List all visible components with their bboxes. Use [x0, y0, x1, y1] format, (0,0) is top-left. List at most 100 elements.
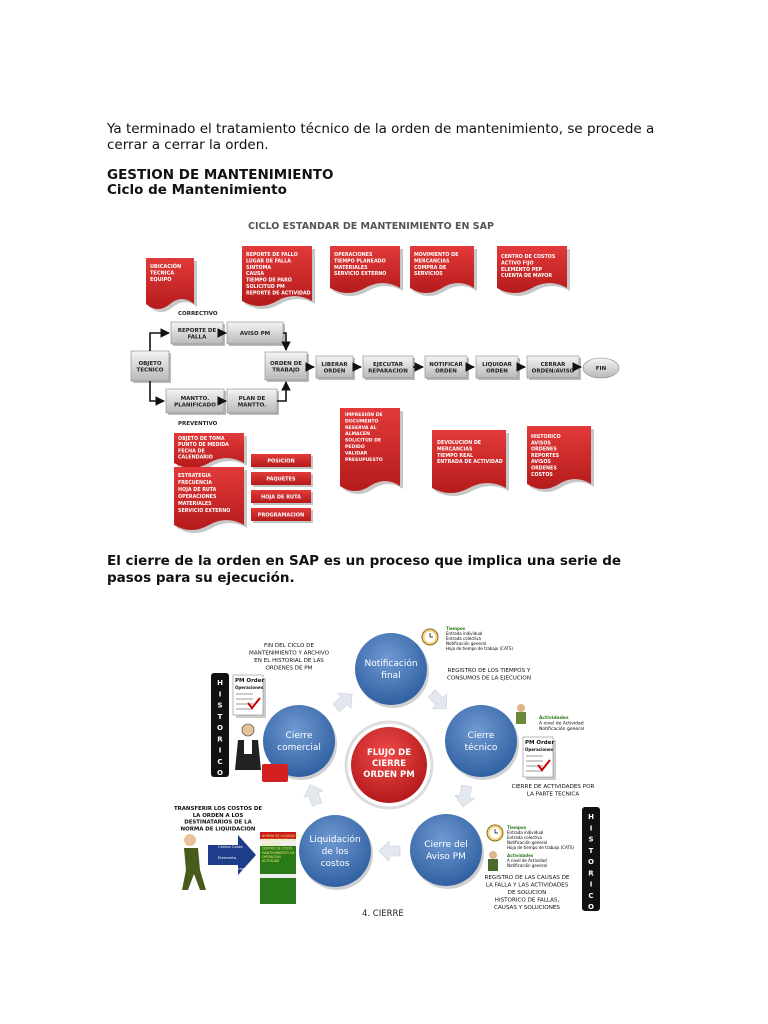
historico-letter: I — [590, 881, 593, 889]
pm-operaciones-label: Operaciones — [525, 747, 554, 752]
node-aviso-pm: AVISO PM — [226, 321, 285, 346]
walking-man-icon — [182, 834, 206, 890]
figure-caption: 4. CIERRE — [362, 909, 404, 919]
pm-order-label: PM Order — [235, 678, 264, 684]
clock-icon — [421, 628, 439, 646]
preventivo-label: PREVENTIVO — [178, 421, 218, 427]
worker-icon — [488, 851, 498, 871]
clock-icon — [486, 824, 504, 842]
historico-letter: I — [590, 824, 593, 832]
small-box-0: POSICION — [251, 454, 313, 469]
node-aviso-pm-label: AVISO PM — [240, 331, 270, 337]
intro-paragraph: Ya terminado el tratamiento técnico de l… — [107, 121, 655, 153]
historico-letter: H — [588, 813, 594, 821]
historico-bar-right: HISTORICO — [582, 807, 600, 911]
cycle-title: CICLO ESTANDAR DE MANTENIMIENTO EN SAP — [248, 221, 494, 232]
node-mantto-planificado: MANTTO.PLANIFICADO — [165, 388, 226, 415]
node-fin: FIN — [582, 357, 620, 379]
correctivo-label: CORRECTIVO — [178, 311, 218, 317]
historico-letter: R — [588, 869, 594, 877]
doc-movimiento — [410, 246, 477, 296]
node-fin-label: FIN — [596, 366, 607, 372]
historico-letter: O — [588, 858, 594, 866]
heading-ciclo: Ciclo de Mantenimiento — [107, 182, 287, 198]
small-box-label: PROGRAMACION — [258, 513, 304, 519]
small-box-2: HOJA DE RUTA — [251, 490, 313, 505]
historico-letter: H — [217, 679, 223, 687]
arrow-notif-tecnico — [427, 689, 447, 709]
toolbox-icon — [262, 764, 288, 782]
technician-figure-icon — [235, 723, 288, 782]
small-box-3: PROGRAMACION — [251, 508, 313, 523]
arrow-label: Orden interna — [218, 866, 244, 871]
historico-bar-left: HISTORICO — [211, 673, 229, 777]
historico-letter: I — [219, 690, 222, 698]
arrow-comercial-notif — [332, 692, 353, 713]
doc-historico — [527, 426, 594, 492]
doc-operaciones — [330, 246, 403, 296]
small-box-label: PAQUETES — [266, 477, 296, 483]
arrow-label: Centro Coste — [218, 844, 243, 849]
doc-devolucion — [432, 430, 509, 496]
maintenance-cycle-diagram: CICLO ESTANDAR DE MANTENIMIENTO EN SAP U… — [130, 221, 620, 533]
historico-letter: R — [217, 735, 223, 743]
historico-letter: S — [217, 702, 222, 710]
pm-operaciones-label: Operaciones — [235, 685, 264, 690]
historico-letter: T — [589, 847, 594, 855]
arrow-tecnico-aviso — [454, 784, 476, 808]
node-mantto-planificado-label: MANTTO.PLANIFICADO — [174, 396, 216, 409]
historico-letter: S — [588, 836, 593, 844]
historico-letter: C — [588, 892, 593, 900]
doc-reporte-falla — [242, 246, 315, 309]
small-box-label: POSICION — [267, 459, 294, 465]
doc-estrategia — [174, 467, 247, 533]
doc-centro — [497, 246, 570, 296]
historico-letter: I — [219, 747, 222, 755]
doc-objeto-toma — [174, 433, 247, 471]
historico-letter: O — [588, 903, 594, 911]
